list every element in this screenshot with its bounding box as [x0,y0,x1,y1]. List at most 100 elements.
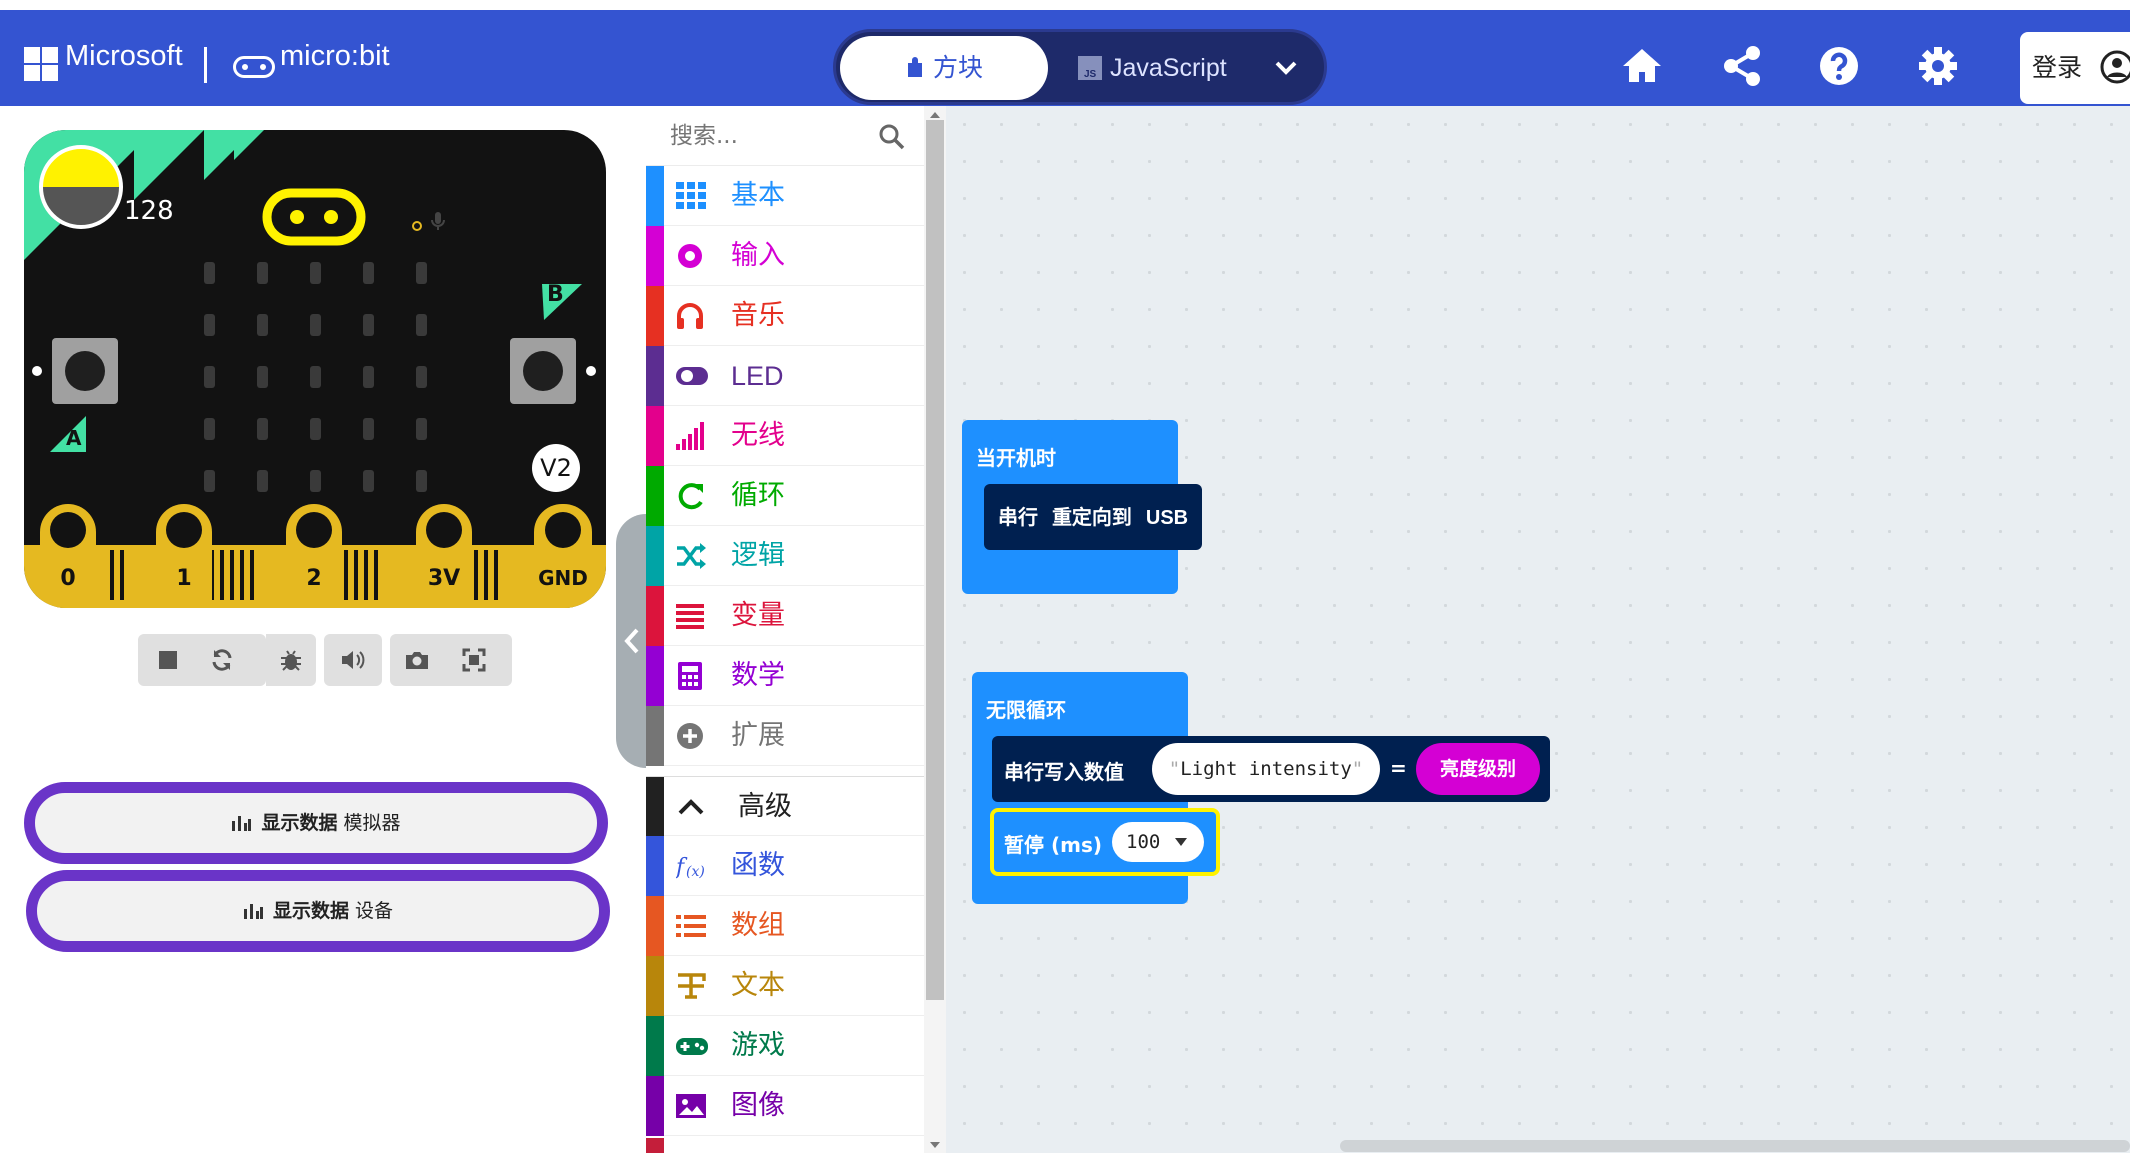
category-label: 逻辑 [731,540,785,571]
mute-icon[interactable] [340,648,366,672]
category-label: 扩展 [731,720,785,751]
category-loops[interactable]: 循环 [646,466,924,526]
pin-gnd[interactable]: GND [534,504,592,608]
chevron-down-icon[interactable] [1273,58,1299,78]
light-level-value: 128 [124,196,174,226]
category-label: 图像 [731,1090,785,1121]
category-basic[interactable]: 基本 [646,166,924,226]
pin-gnd-label: GND [538,566,588,590]
image-icon [676,1094,706,1118]
microbit-brand[interactable]: micro:bit [280,40,390,72]
chevron-left-icon [624,628,639,654]
debug-icon[interactable] [279,648,303,672]
serial-redirect-block[interactable]: 串行 重定向到 USB [984,484,1202,550]
show-data-simulator-button[interactable]: 显示数据 模拟器 [24,782,608,864]
category-color-bar [646,166,664,226]
workspace-scrollbar[interactable] [1340,1140,2130,1152]
scroll-up-icon[interactable] [928,110,942,120]
bar-chart-icon [243,904,263,919]
pin-2[interactable]: 2 [286,504,342,608]
on-start-block[interactable]: 当开机时 串行 重定向到 USB [962,420,1202,594]
toolbox-search-input[interactable] [670,120,870,152]
serial-write-value-block[interactable]: 串行写入数值 "Light intensity" = 亮度级别 [992,736,1550,802]
category-advanced[interactable]: 高级 [646,776,924,837]
category-label: 无线 [731,420,785,451]
microsoft-brand[interactable]: Microsoft [65,40,183,72]
serial-write-label: 串行写入数值 [1004,760,1124,784]
home-icon[interactable] [1620,44,1664,88]
collapse-simulator-button[interactable] [616,514,646,768]
pin-3v-label: 3V [427,566,461,591]
category-led[interactable]: LED [646,346,924,406]
microsoft-logo-icon[interactable] [24,47,58,81]
toggle-icon [676,367,708,385]
pause-value-dropdown[interactable]: 100 [1112,822,1204,862]
category-color-bar [646,226,664,286]
screenshot-icon[interactable] [404,648,430,672]
fullscreen-icon[interactable] [462,648,486,672]
category-label: 函数 [731,850,785,881]
category-logic[interactable]: 逻辑 [646,526,924,586]
bar-chart-icon [232,816,252,831]
category-label: 变量 [731,600,785,631]
toolbox: 基本 输入 音乐 LED 无线 循环 逻辑 变量 数学 [646,106,924,1153]
category-color-bar [646,836,664,896]
category-functions[interactable]: f(x) 函数 [646,836,924,896]
category-game[interactable]: 游戏 [646,1016,924,1076]
category-images[interactable]: 图像 [646,1076,924,1136]
pin-2-label: 2 [306,566,322,591]
category-label: LED [731,361,784,391]
svg-text:(x): (x) [686,864,705,880]
blocks-workspace[interactable]: 当开机时 串行 重定向到 USB 无限循环 串行写入数值 "Light inte… [946,106,2130,1153]
category-color-bar [646,346,664,406]
list-icon [676,604,704,629]
category-variables[interactable]: 变量 [646,586,924,646]
sim-controls-group-d [390,634,512,686]
refresh-icon [678,483,703,510]
pin-0[interactable]: 0 [40,504,96,608]
category-color-bar [646,586,664,646]
category-radio[interactable]: 无线 [646,406,924,466]
settings-icon[interactable] [1916,44,1960,88]
search-icon[interactable] [878,123,906,151]
category-label: 基本 [731,180,785,211]
scroll-down-icon[interactable] [928,1140,942,1150]
tab-blocks[interactable]: 方块 [840,36,1048,100]
pause-block[interactable]: 暂停 (ms) 100 [990,808,1220,876]
board-dot-right [586,366,596,376]
serial-name-input[interactable]: "Light intensity" [1152,743,1380,795]
pin-3v[interactable]: 3V [416,504,472,608]
calculator-icon [678,662,702,690]
microbit-logo-icon[interactable] [233,56,275,78]
help-icon[interactable] [1817,44,1861,88]
svg-text:JS: JS [1084,69,1097,80]
toolbox-scroll-thumb[interactable] [926,120,944,1000]
show-data-device-button[interactable]: 显示数据 设备 [26,870,610,952]
puzzle-icon [907,57,922,77]
pin-0-label: 0 [60,566,76,591]
version-badge: V2 [532,444,580,492]
login-button[interactable]: 登录 [2020,32,2130,104]
category-music[interactable]: 音乐 [646,286,924,346]
category-color-bar [646,286,664,346]
button-a[interactable] [52,338,118,404]
sim-controls-group-b [266,634,316,686]
category-math[interactable]: 数学 [646,646,924,706]
microbit-board: 128 B A V2 0 1 2 3V GND [24,130,606,608]
share-icon[interactable] [1720,44,1764,88]
category-text[interactable]: 文本 [646,956,924,1016]
category-color-bar [646,706,664,766]
light-sensor-icon[interactable] [38,144,124,230]
category-arrays[interactable]: 数组 [646,896,924,956]
category-extensions[interactable]: 扩展 [646,706,924,766]
light-level-block[interactable]: 亮度级别 [1416,743,1540,795]
stop-icon[interactable] [156,648,180,672]
microbit-face-logo-icon[interactable] [262,188,366,246]
restart-icon[interactable] [210,648,234,672]
pin-1[interactable]: 1 [156,504,212,608]
category-input[interactable]: 输入 [646,226,924,286]
button-b[interactable] [510,338,576,404]
button-a-marker-icon [50,416,86,452]
